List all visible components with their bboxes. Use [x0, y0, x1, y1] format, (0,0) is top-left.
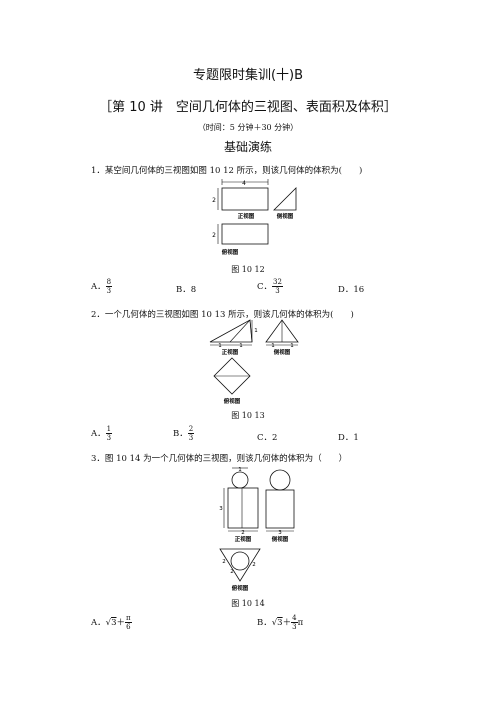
q1-option-d[interactable]: D．16: [338, 285, 365, 295]
label-side-view-3: 侧视图: [272, 535, 289, 543]
caption-10-13: 图 10 13: [231, 411, 265, 420]
section-heading: 基础演练: [223, 140, 272, 154]
label-side-view-2: 侧视图: [274, 348, 291, 356]
label-top-view-2: 俯视图: [224, 397, 241, 405]
figure-10-12: 4 2 正视图 侧视图 2 俯视图: [212, 179, 297, 256]
caption-10-14: 图 10 14: [231, 599, 265, 608]
label-top-view: 俯视图: [222, 248, 239, 256]
question-3-text: 3．图 10 14 为一个几何体的三视图，则该几何体的体积为（ ）: [91, 454, 348, 464]
time-note: （时间：5 分钟＋30 分钟）: [197, 123, 299, 132]
svg-text:1: 1: [271, 343, 275, 349]
label-front-view-2: 正视图: [222, 348, 239, 356]
question-1-text: 1．某空间几何体的三视图如图 10 12 所示，则该几何体的体积为( ): [91, 166, 363, 176]
svg-text:2: 2: [222, 559, 226, 565]
label-front-view: 正视图: [238, 212, 255, 220]
dim-label-4: 4: [242, 180, 246, 187]
svg-text:2: 2: [252, 562, 256, 568]
svg-text:2: 2: [230, 569, 234, 575]
svg-text:1: 1: [239, 343, 243, 349]
q2-option-c[interactable]: C．2: [257, 433, 278, 443]
svg-text:1: 1: [218, 343, 222, 349]
svg-text:3: 3: [219, 506, 223, 512]
dim-label-one: 1: [254, 328, 258, 334]
lecture-heading: ［第 10 讲 空间几何体的三视图、表面积及体积］: [99, 100, 397, 115]
label-top-view-3: 俯视图: [232, 584, 249, 592]
svg-text:1: 1: [238, 467, 242, 473]
svg-text:2: 2: [241, 530, 245, 536]
page-title: 专题限时集训(十)B: [192, 68, 304, 83]
dim-label-h2: 2: [212, 232, 216, 239]
question-2-text: 2．一个几何体的三视图如图 10 13 所示，则该几何体的体积为( ): [91, 310, 354, 320]
label-front-view-3: 正视图: [235, 535, 252, 543]
label-side-view: 侧视图: [277, 212, 294, 220]
q1-option-b[interactable]: B．8: [176, 285, 197, 295]
dim-label-h1: 2: [212, 197, 216, 204]
caption-10-12: 图 10 12: [231, 265, 265, 274]
figure-10-13: 1 1 1 1 1 正视图 侧视图 俯视图: [209, 319, 299, 405]
q2-option-d[interactable]: D．1: [338, 433, 359, 443]
svg-text:3: 3: [278, 530, 282, 536]
svg-text:1: 1: [290, 343, 294, 349]
figure-10-14: 1 3 2 3 正视图 侧视图 2 2 2 俯视图: [219, 467, 295, 592]
